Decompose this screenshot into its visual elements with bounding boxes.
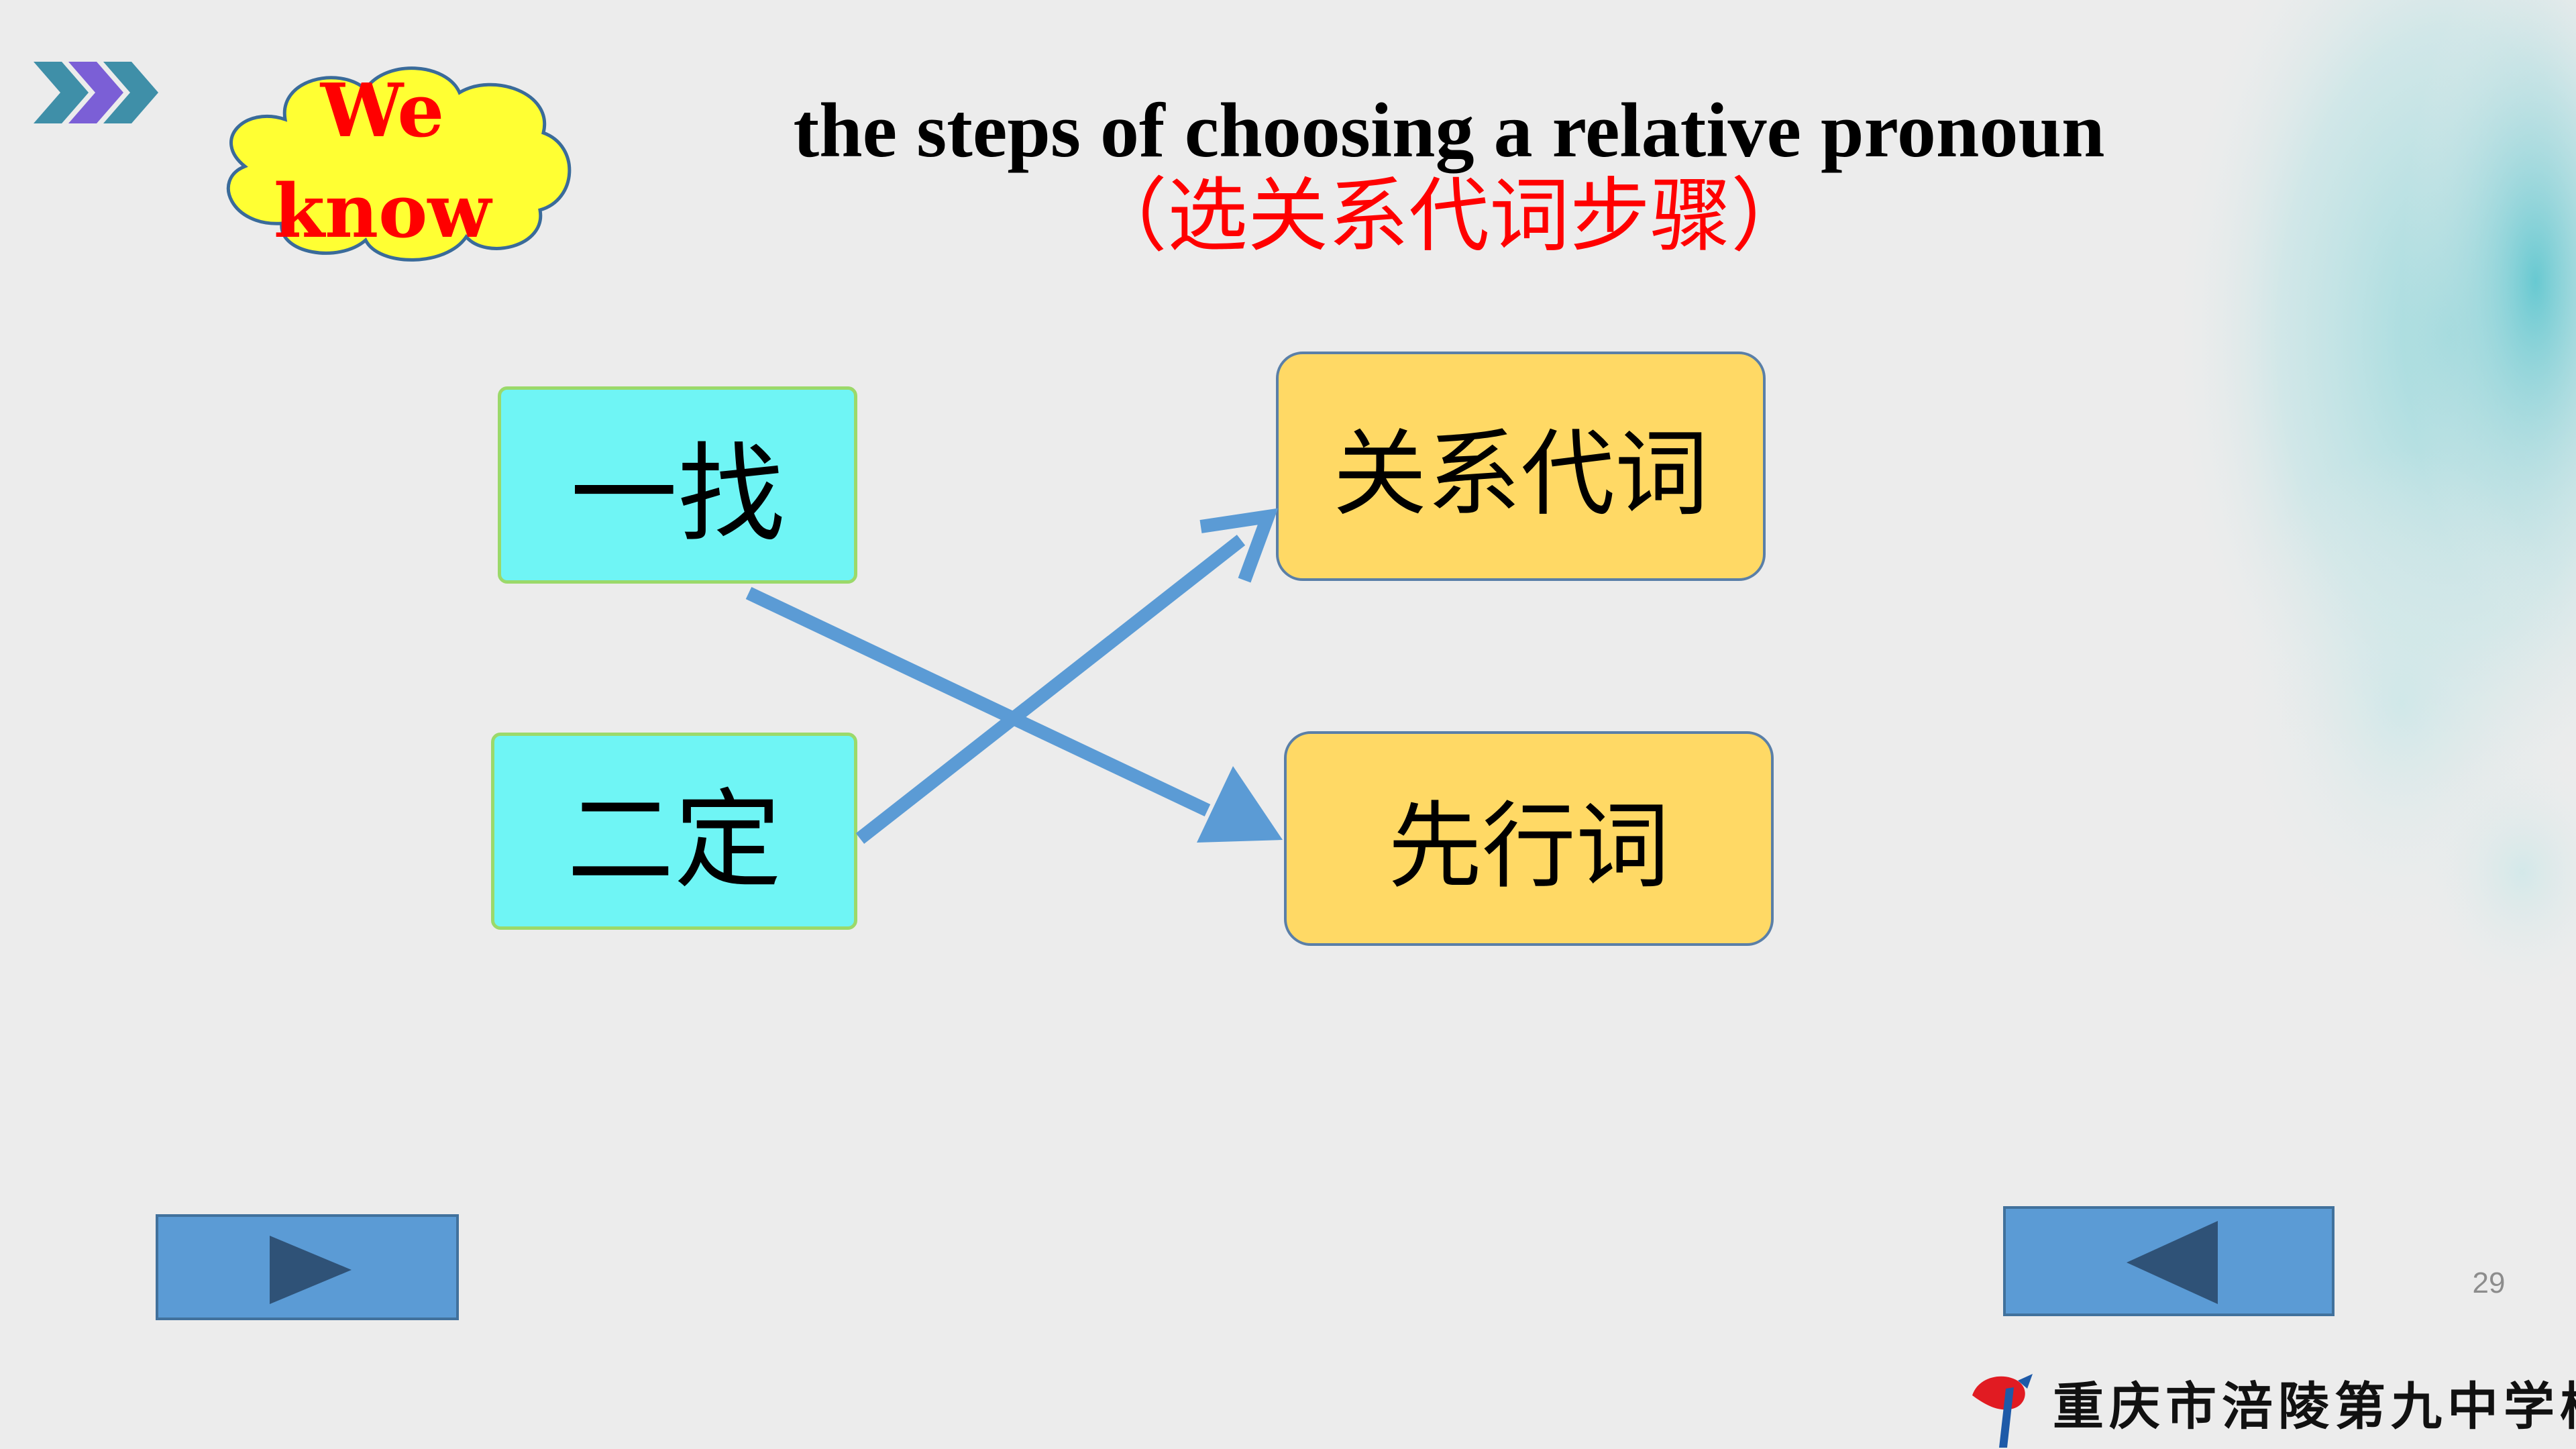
edge-determine-to-pronoun-arrowhead (1199, 508, 1279, 583)
previous-slide-button[interactable] (2003, 1206, 2334, 1316)
node-relative-pronoun: 关系代词 (1276, 352, 1766, 581)
back-triangle-icon (2127, 1221, 2218, 1304)
page-subtitle: （选关系代词步骤） (1087, 170, 1811, 263)
cloud-badge-icon (226, 66, 572, 262)
node-antecedent: 先行词 (1284, 731, 1774, 946)
badge-line-2: know (273, 168, 492, 254)
edge-find-to-antecedent (745, 586, 1211, 817)
badge-line-1: We (320, 67, 445, 154)
node-determine: 二定 (491, 733, 857, 930)
node-find-label: 一找 (570, 431, 785, 557)
node-find: 一找 (498, 386, 857, 584)
school-logo-icon (1972, 1374, 2033, 1448)
edge-find-to-antecedent-arrowhead (1197, 766, 1283, 843)
play-triangle-icon (270, 1236, 352, 1304)
node-relative-pronoun-label: 关系代词 (1332, 420, 1709, 529)
next-slide-button[interactable] (156, 1214, 459, 1320)
school-name: 重庆市涪陵第九中学校 (2053, 1377, 2576, 1436)
edge-determine-to-pronoun (855, 535, 1246, 844)
node-antecedent-label: 先行词 (1387, 792, 1670, 902)
page-title: the steps of choosing a relative pronoun (793, 88, 2105, 174)
chevrons-icon (34, 62, 158, 123)
node-determine-label: 二定 (566, 777, 782, 903)
we-know-badge: We know (221, 60, 543, 262)
page-number: 29 (2472, 1267, 2506, 1299)
